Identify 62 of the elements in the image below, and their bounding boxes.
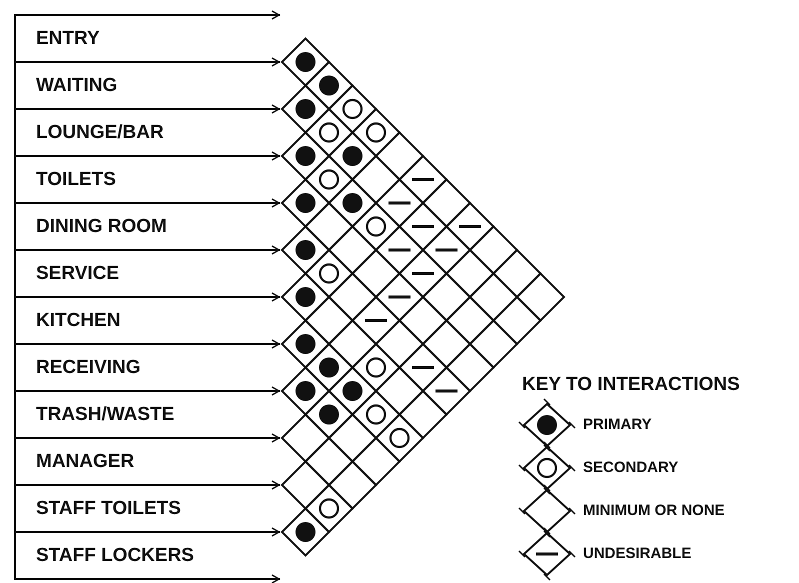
open-circle xyxy=(366,404,386,425)
dash-mark xyxy=(412,178,434,181)
filled-dot xyxy=(342,146,362,166)
matrix-cell xyxy=(280,460,330,510)
filled-dot xyxy=(296,52,316,72)
dash-mark xyxy=(459,225,481,228)
matrix-cell xyxy=(328,460,378,510)
matrix-cell xyxy=(280,366,330,416)
matrix-cell xyxy=(280,507,330,557)
open-circle xyxy=(366,357,386,378)
filled-dot xyxy=(296,287,316,307)
matrix-cell xyxy=(445,342,495,392)
filled-dot xyxy=(296,99,316,119)
dash-mark xyxy=(412,366,434,369)
matrix-cell xyxy=(280,178,330,228)
dash-mark xyxy=(436,390,458,392)
filled-dot xyxy=(296,381,316,401)
matrix-cell xyxy=(280,37,330,87)
matrix-cell xyxy=(492,296,542,346)
open-circle xyxy=(318,169,340,190)
matrix-cell xyxy=(280,131,330,181)
legend-label: PRIMARY xyxy=(583,416,652,434)
dash-mark xyxy=(412,225,434,228)
filled-dot xyxy=(296,193,316,213)
legend-label: SECONDARY xyxy=(583,459,678,477)
open-circle xyxy=(342,98,363,120)
matrix-cell xyxy=(374,413,424,463)
matrix-cell xyxy=(280,413,330,463)
filled-dot xyxy=(342,193,362,213)
dash-mark xyxy=(388,248,410,252)
dash-mark xyxy=(365,319,387,322)
matrix-cell xyxy=(516,272,566,322)
legend-label: UNDESIRABLE xyxy=(583,545,692,563)
matrix-cell xyxy=(280,319,330,369)
open-circle xyxy=(318,498,340,519)
matrix-cell xyxy=(280,225,330,275)
dash-mark xyxy=(436,248,458,252)
filled-dot xyxy=(296,240,316,260)
filled-dot xyxy=(319,76,339,96)
matrix-cell xyxy=(398,390,448,440)
dash-mark xyxy=(388,296,410,298)
matrix-cell xyxy=(422,366,472,416)
matrix-cell xyxy=(280,272,330,322)
open-circle xyxy=(318,263,340,284)
open-circle xyxy=(389,428,410,448)
dash-mark xyxy=(412,272,434,275)
filled-dot xyxy=(319,358,339,378)
legend-label: MINIMUM OR NONE xyxy=(583,502,725,520)
open-circle xyxy=(366,216,386,237)
filled-dot xyxy=(319,404,339,424)
filled-dot xyxy=(296,334,316,354)
dash-mark xyxy=(388,202,410,204)
matrix-cell xyxy=(280,84,330,134)
legend-title: KEY TO INTERACTIONS xyxy=(522,374,740,396)
filled-dot xyxy=(296,146,316,166)
open-circle xyxy=(366,122,386,143)
open-circle xyxy=(318,122,340,143)
matrix-cell xyxy=(468,319,518,369)
matrix-cell xyxy=(304,484,354,534)
filled-dot xyxy=(296,522,316,542)
filled-dot xyxy=(342,381,362,401)
matrix-cell xyxy=(351,436,401,486)
